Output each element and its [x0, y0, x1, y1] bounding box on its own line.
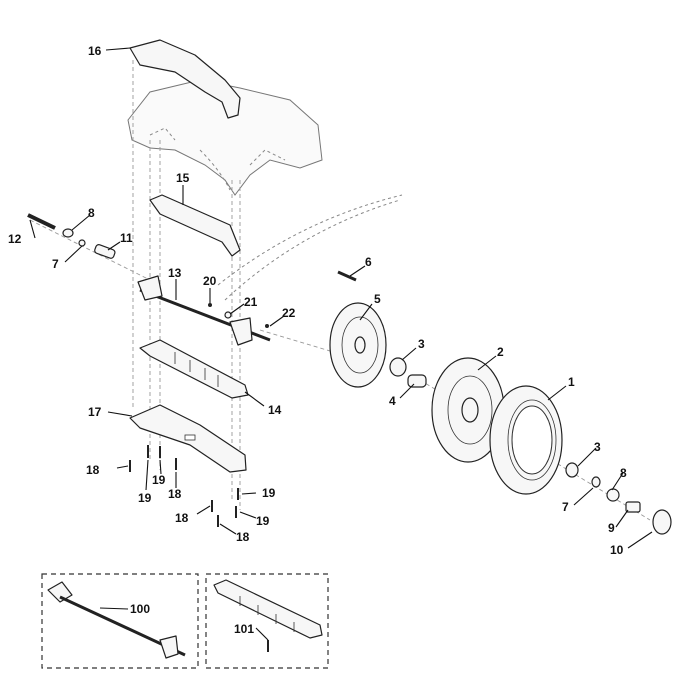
part-4-spacer — [407, 374, 427, 388]
part-15-cover — [149, 194, 241, 257]
callout-5: 5 — [374, 292, 381, 306]
callout-7: 7 — [52, 257, 59, 271]
side-fasteners — [27, 213, 116, 259]
callout-18: 18 — [86, 463, 100, 477]
callout-18: 18 — [168, 487, 182, 501]
callout-8: 8 — [620, 466, 627, 480]
callout-9: 9 — [608, 521, 615, 535]
callout-12: 12 — [8, 232, 22, 246]
callout-20: 20 — [203, 274, 217, 288]
callout-11: 11 — [120, 231, 133, 245]
part-16-handle — [129, 39, 241, 119]
leader-lines — [29, 47, 653, 641]
callout-19: 19 — [152, 473, 166, 487]
callout-4: 4 — [389, 394, 396, 408]
part-5-disc — [329, 302, 387, 388]
callout-labels: 16 15 8 12 11 7 13 20 21 22 6 5 3 2 1 4 … — [8, 44, 627, 636]
part-14-rail — [139, 339, 249, 399]
callout-7: 7 — [562, 500, 569, 514]
part-2-rim — [431, 357, 505, 463]
callout-19: 19 — [262, 486, 276, 500]
callout-6: 6 — [365, 255, 372, 269]
callout-100: 100 — [130, 602, 150, 616]
frame-rod-ghost — [217, 194, 403, 301]
callout-3: 3 — [594, 440, 601, 454]
callout-21: 21 — [244, 295, 258, 309]
callout-16: 16 — [88, 44, 102, 58]
callout-2: 2 — [497, 345, 504, 359]
part-3-bushing — [389, 357, 407, 377]
callout-17: 17 — [88, 405, 102, 419]
callout-19: 19 — [256, 514, 270, 528]
callout-8: 8 — [88, 206, 95, 220]
callout-1: 1 — [568, 375, 575, 389]
callout-101: 101 — [234, 622, 254, 636]
part-17-bracket — [129, 404, 247, 473]
screws — [129, 303, 269, 527]
callout-18: 18 — [236, 530, 250, 544]
detail-box-100 — [41, 573, 199, 669]
callout-18: 18 — [175, 511, 189, 525]
part-6-bolt — [337, 270, 357, 282]
callout-3: 3 — [418, 337, 425, 351]
callout-10: 10 — [610, 543, 624, 557]
callout-15: 15 — [176, 171, 190, 185]
part-101-rail-assembly — [213, 579, 323, 652]
part-100-axle-assembly — [47, 581, 186, 659]
part-13-axle — [137, 275, 271, 346]
callout-13: 13 — [168, 266, 182, 280]
wheel-fasteners — [565, 462, 672, 535]
callout-19: 19 — [138, 491, 152, 505]
callout-22: 22 — [282, 306, 296, 320]
part-1-tire — [489, 385, 563, 495]
callout-14: 14 — [268, 403, 282, 417]
